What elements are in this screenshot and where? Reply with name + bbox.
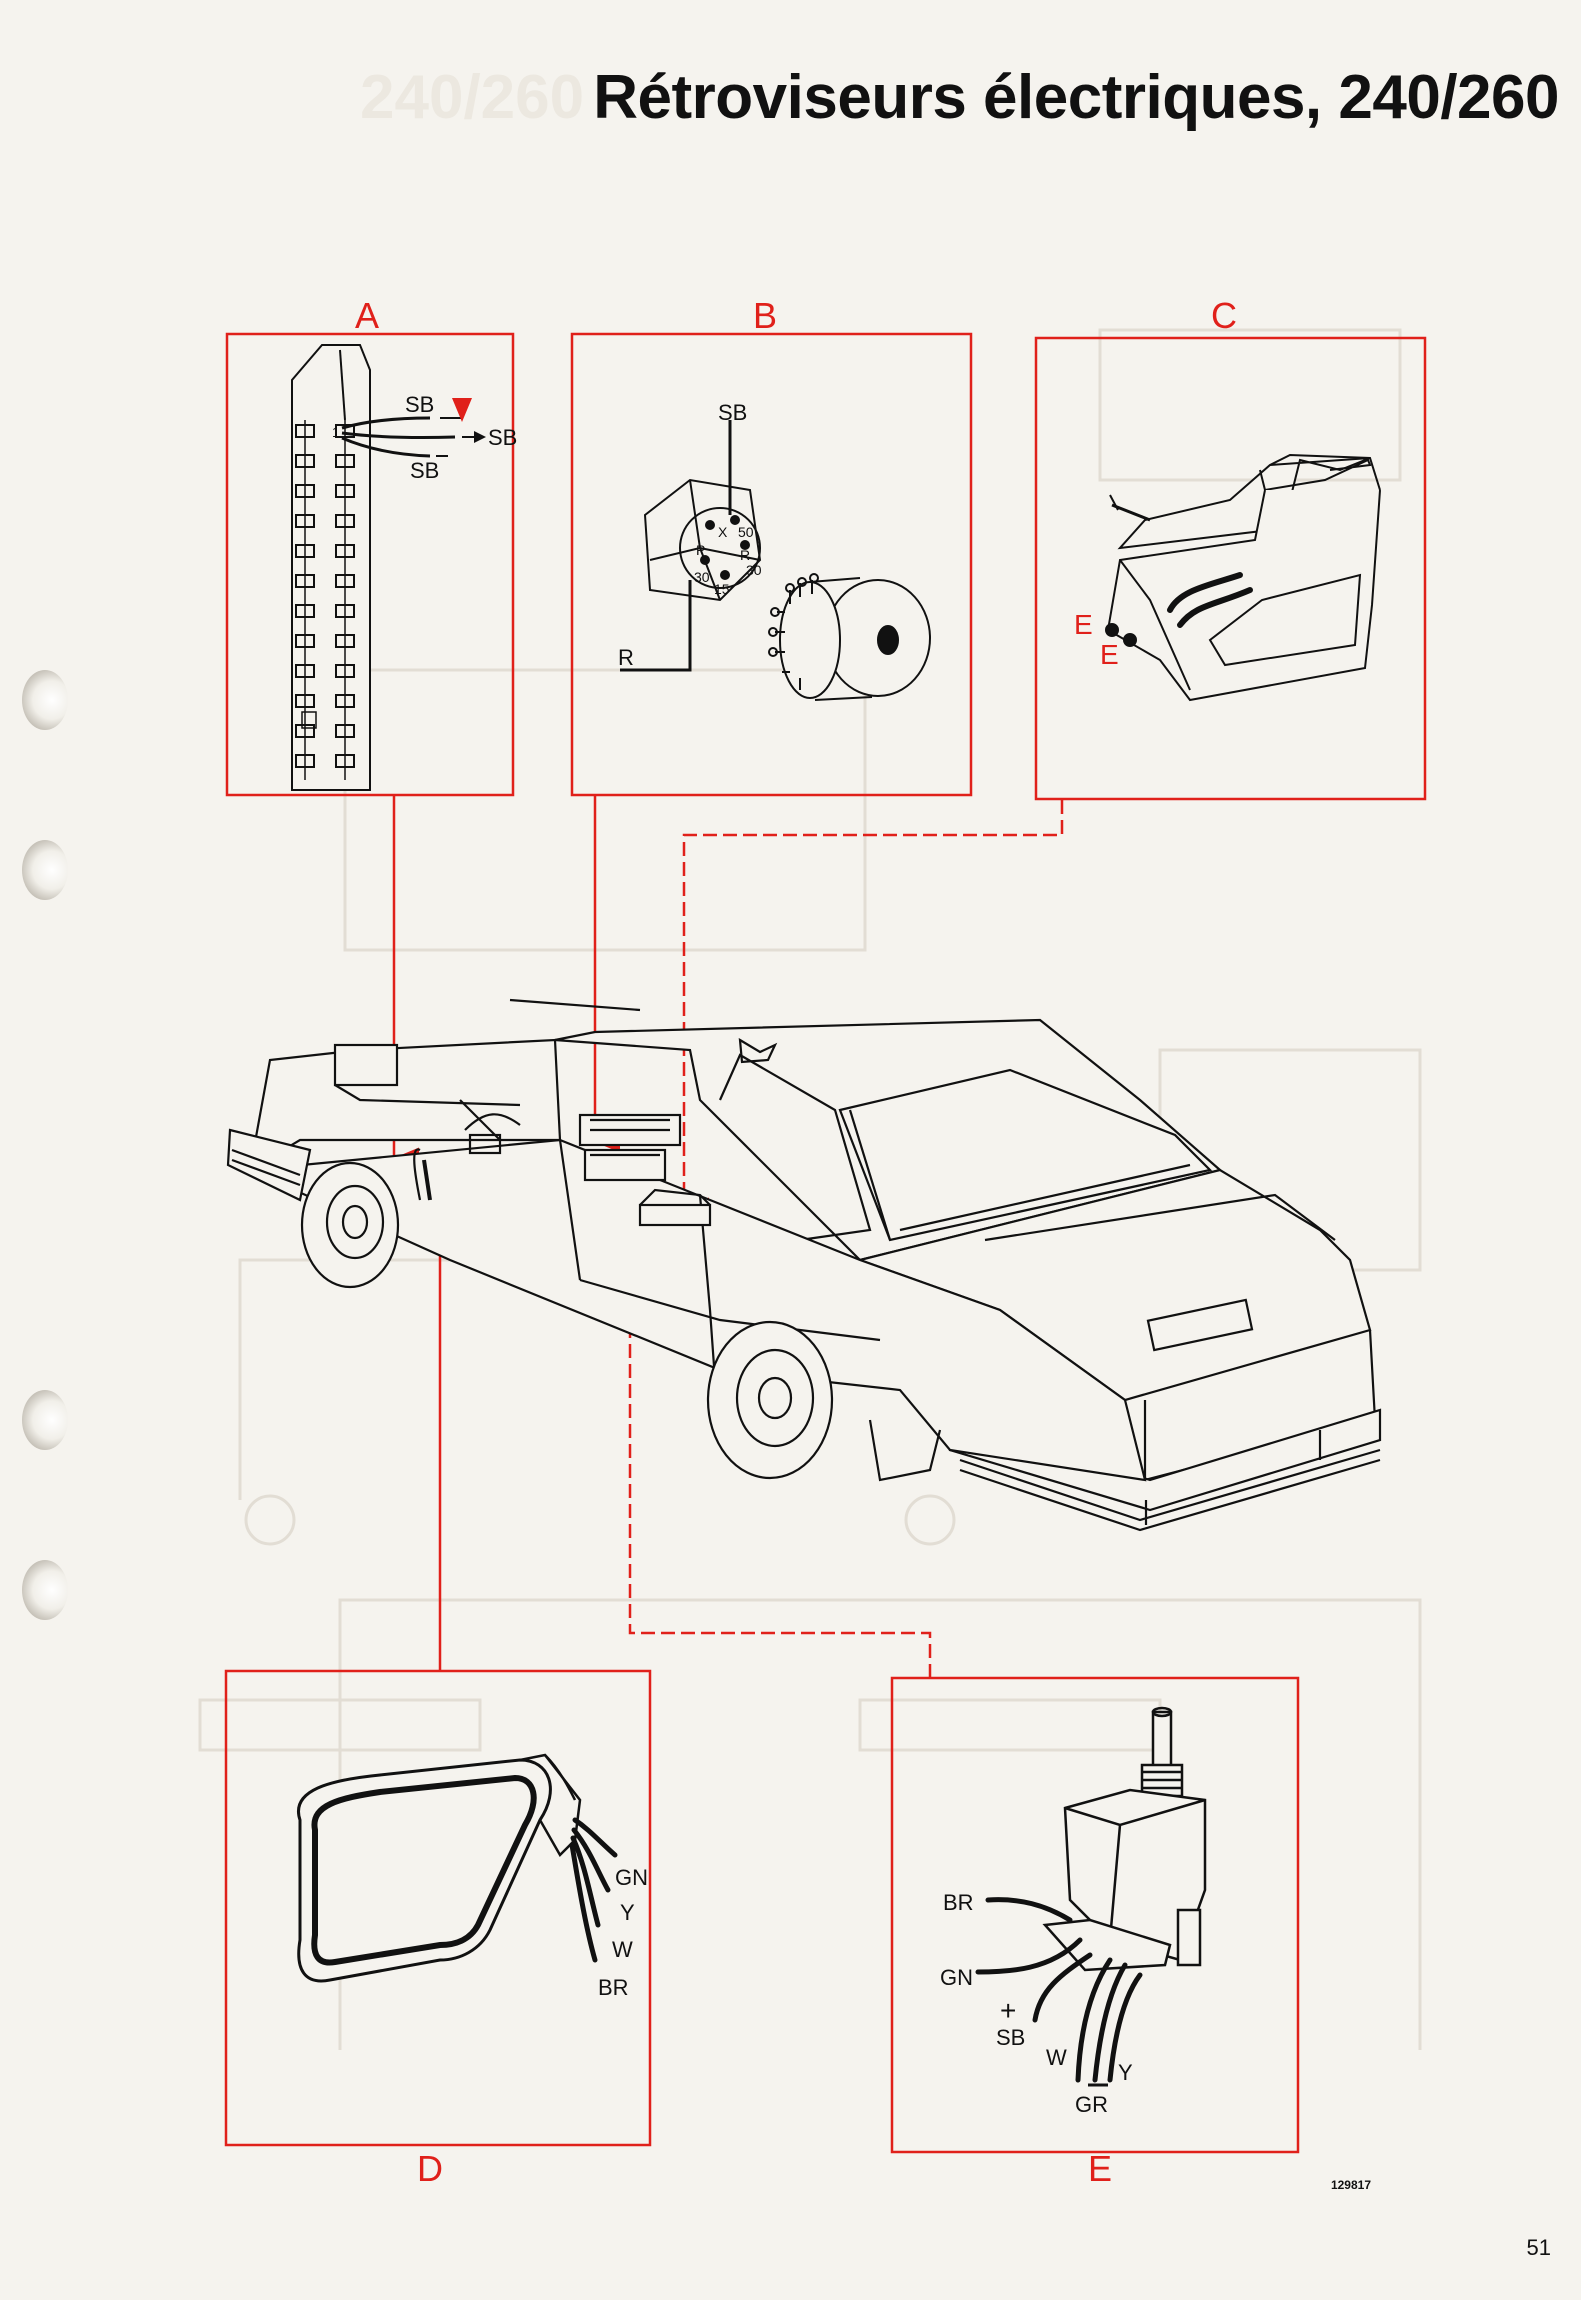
svg-text:SB: SB xyxy=(996,2025,1025,2050)
component-frames xyxy=(224,332,1427,2154)
svg-text:GN: GN xyxy=(615,1865,648,1890)
mirror-wire-labels: GN Y W BR xyxy=(598,1865,648,2000)
connector-e xyxy=(605,1212,932,1678)
ignition-switch-labels: SB R X 50 P 30 R 15 30 xyxy=(618,400,762,670)
svg-text:E: E xyxy=(1100,639,1119,670)
svg-text:W: W xyxy=(612,1937,633,1962)
svg-text:X: X xyxy=(718,524,728,540)
svg-text:BR: BR xyxy=(943,1890,974,1915)
svg-text:SB: SB xyxy=(405,392,434,417)
frame-c xyxy=(1034,336,1427,801)
svg-text:BR: BR xyxy=(598,1975,629,2000)
connector-c xyxy=(679,800,1064,1223)
figure-number: 129817 xyxy=(1330,2178,1371,2192)
page-title: Rétroviseurs électriques, 240/260 xyxy=(593,63,1559,132)
svg-text:SB: SB xyxy=(718,400,747,425)
box-letter-b: B xyxy=(752,295,777,336)
car-illustration xyxy=(226,998,1382,1532)
frame-d xyxy=(224,1669,652,2147)
svg-text:Y: Y xyxy=(1118,2060,1133,2085)
svg-text:GN: GN xyxy=(940,1965,973,1990)
adjustment-switch-illustration xyxy=(975,1706,1207,2087)
box-letter-d: D xyxy=(417,2148,443,2189)
svg-text:R: R xyxy=(740,547,750,563)
page-number: 51 xyxy=(1526,2235,1551,2260)
ignition-switch-illustration xyxy=(620,420,931,701)
console-switch-illustration xyxy=(1105,453,1381,702)
punch-hole xyxy=(22,840,68,900)
svg-text:SB: SB xyxy=(488,425,517,450)
ghost-title: 240/260 xyxy=(360,63,585,132)
fuse-box-illustration xyxy=(291,344,486,791)
mirror-illustration xyxy=(297,1753,618,1983)
adjustment-switch-labels: BR GN + SB W Y GR xyxy=(940,1890,1133,2117)
svg-text:30: 30 xyxy=(694,569,710,585)
svg-text:Y: Y xyxy=(620,1900,635,1925)
svg-text:+: + xyxy=(1000,1995,1016,2026)
box-letter-e: E xyxy=(1087,2148,1112,2189)
svg-text:SB: SB xyxy=(410,458,439,483)
frame-e xyxy=(890,1676,1300,2154)
svg-text:1: 1 xyxy=(332,424,340,440)
svg-text:50: 50 xyxy=(738,524,754,540)
svg-text:W: W xyxy=(1046,2045,1067,2070)
punch-hole xyxy=(22,1560,68,1620)
fuse-box-labels: SB SB SB 1 xyxy=(332,392,517,483)
box-letter-a: A xyxy=(354,295,379,336)
svg-text:30: 30 xyxy=(746,562,762,578)
svg-text:GR: GR xyxy=(1075,2092,1108,2117)
frame-b xyxy=(570,332,973,797)
frame-a xyxy=(225,332,515,797)
svg-text:E: E xyxy=(1074,609,1093,640)
svg-text:R: R xyxy=(618,645,634,670)
punch-hole xyxy=(22,1390,68,1450)
punch-hole xyxy=(22,670,68,730)
svg-text:15: 15 xyxy=(714,581,730,597)
console-switch-labels: E E xyxy=(1074,609,1119,670)
svg-text:P: P xyxy=(696,542,705,558)
